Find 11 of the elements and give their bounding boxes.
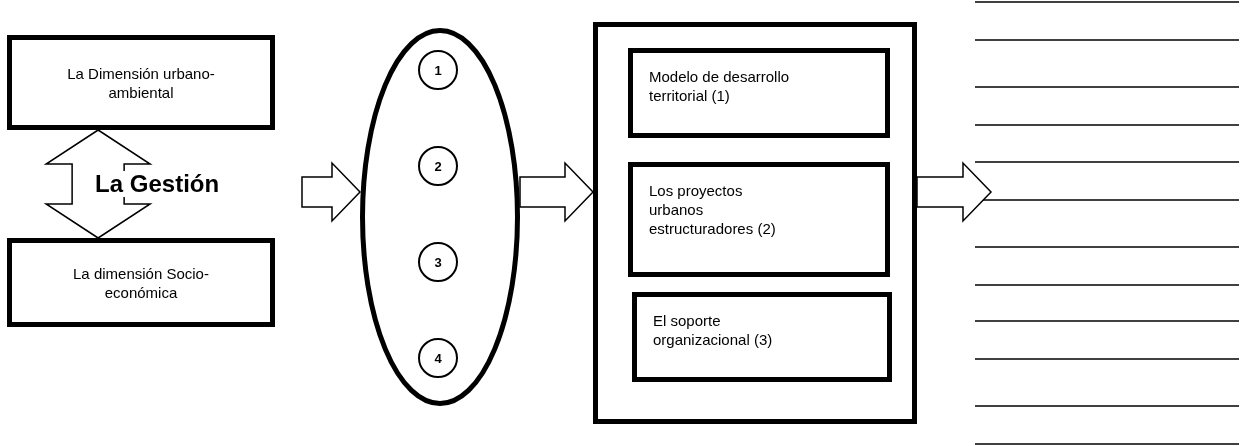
container-box	[593, 22, 917, 424]
fill-in-lines	[975, 0, 1239, 446]
process-box: La dimensión Socio-económica	[7, 238, 275, 327]
block-arrow	[519, 161, 595, 223]
process-box: La Dimensión urbano-ambiental	[7, 35, 275, 130]
process-box: Modelo de desarrollo territorial (1)	[628, 48, 890, 138]
block-arrow	[916, 161, 993, 223]
block-arrow	[301, 161, 362, 223]
process-box: Los proyectos urbanos estructuradores (2)	[628, 162, 890, 277]
ellipse-group	[360, 28, 520, 406]
process-box: El soporte organizacional (3)	[632, 292, 892, 382]
